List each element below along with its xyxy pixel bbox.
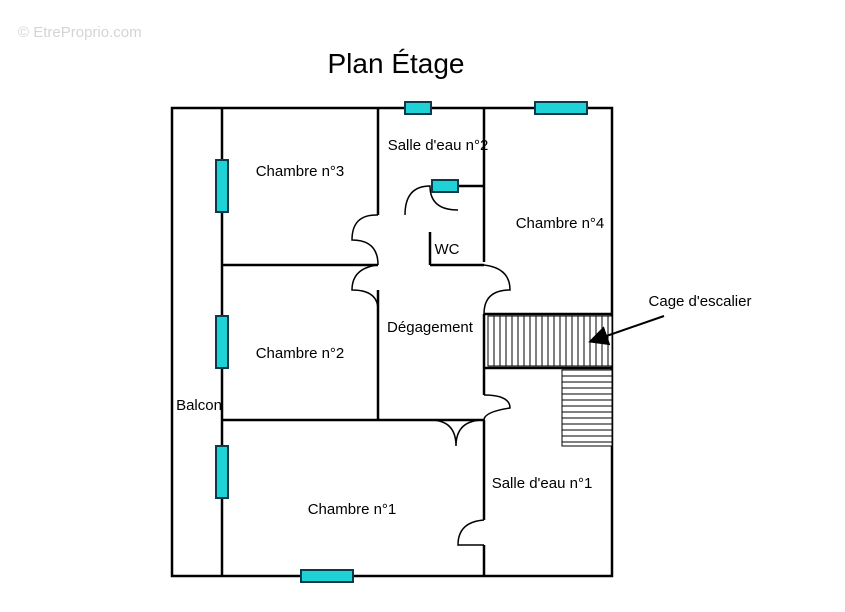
label-cage-escalier: Cage d'escalier [649, 293, 752, 310]
watermark: © EtreProprio.com [18, 24, 142, 41]
label-balcon: Balcon [176, 397, 222, 414]
window-ch3 [215, 159, 229, 213]
window-top-ch4 [534, 101, 588, 115]
label-salle-eau2: Salle d'eau n°2 [388, 137, 489, 154]
label-chambre1: Chambre n°1 [308, 501, 397, 518]
door-se1 [457, 519, 485, 546]
window-top-se2 [404, 101, 432, 115]
door-ch1 [429, 419, 485, 447]
label-wc: WC [435, 241, 460, 258]
callout-arrow [588, 315, 665, 346]
staircase-lower [561, 369, 613, 447]
label-degagement: Dégagement [387, 319, 474, 336]
window-bottom-ch1 [300, 569, 354, 583]
label-chambre4: Chambre n°4 [516, 215, 605, 232]
plan-title: Plan Étage [327, 48, 465, 79]
door-deg-right [483, 394, 511, 421]
window-ch2 [215, 315, 229, 369]
door-wc [483, 264, 511, 315]
label-salle-eau1: Salle d'eau n°1 [492, 475, 593, 492]
window-ch1 [215, 445, 229, 499]
window-wc [431, 179, 459, 193]
door-se2 [404, 185, 459, 216]
door-ch2 [351, 264, 379, 311]
door-ch3 [351, 214, 379, 266]
label-chambre2: Chambre n°2 [256, 345, 345, 362]
label-chambre3: Chambre n°3 [256, 163, 345, 180]
